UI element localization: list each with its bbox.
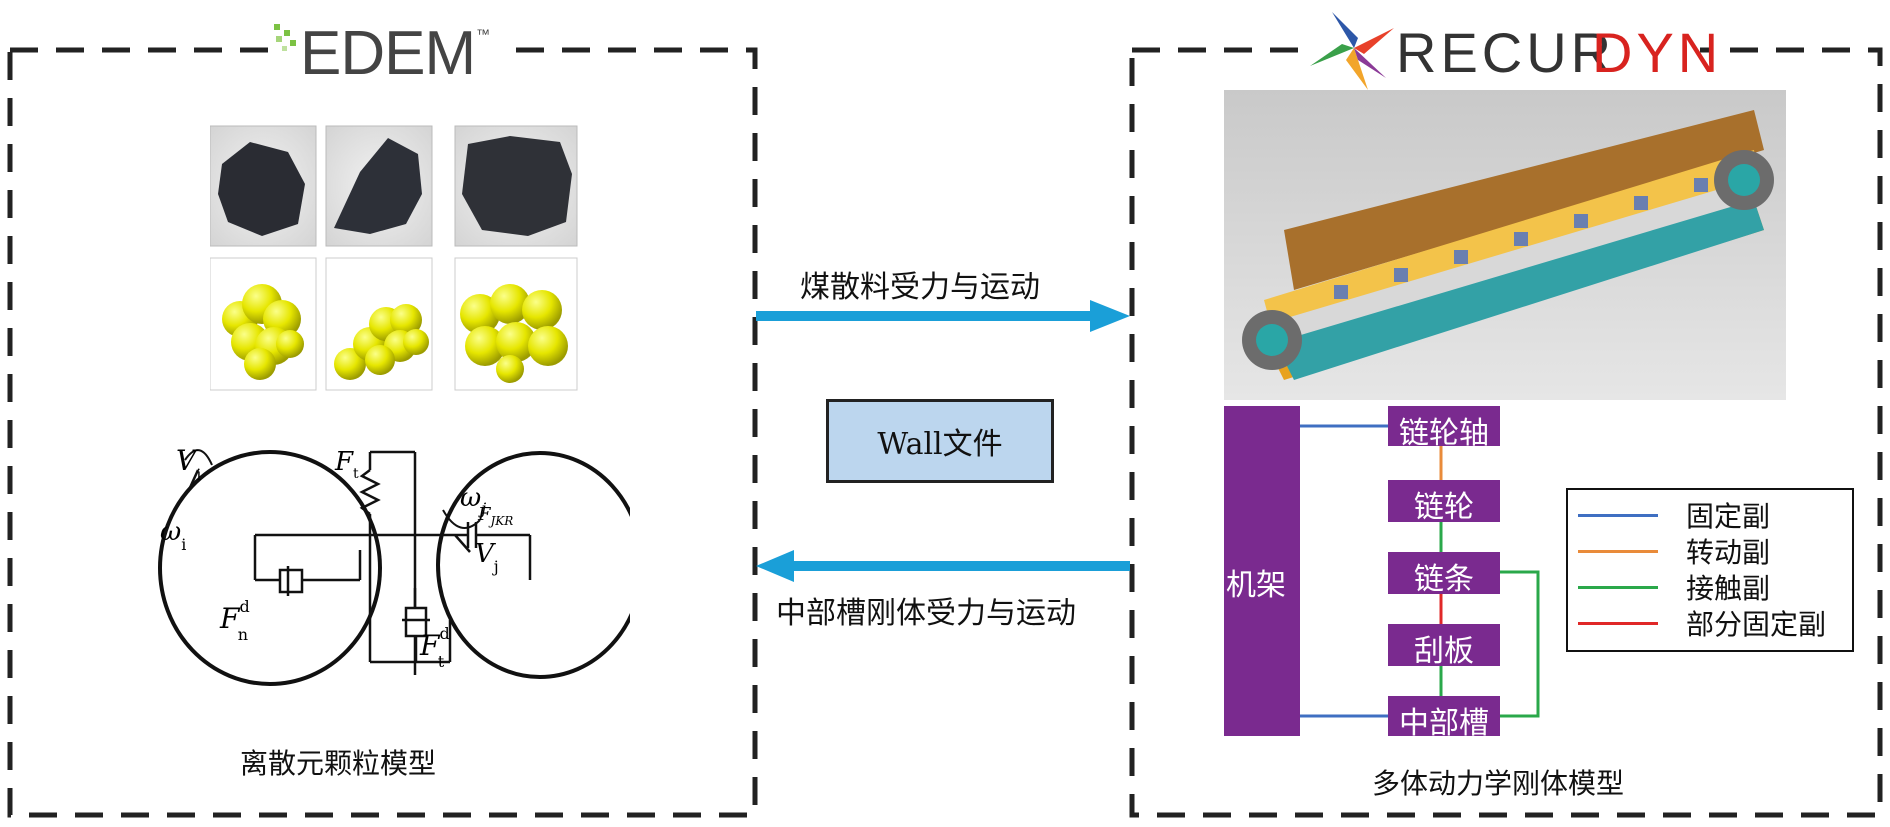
spring-dashpot-network [253, 450, 532, 675]
wall-file-label: Wall文件 [877, 427, 1003, 462]
legend-item-partial-fixed: 部分固定副 [1578, 606, 1827, 641]
edem-logo-text: EDEM [300, 19, 476, 88]
node-middle-trough [1388, 696, 1500, 736]
legend-label-fixed: 固定副 [1686, 500, 1771, 533]
node-label-1: 链轮 [1414, 490, 1474, 525]
label-fjkr: FJKR [477, 504, 513, 528]
arrow-left [756, 550, 1130, 582]
legend-item-revolute: 转动副 [1578, 534, 1771, 569]
sphere-clump-3 [460, 284, 568, 383]
omega-i-arc-icon [184, 449, 213, 466]
label-vi: Vi [176, 444, 201, 484]
label-ft: Ft [334, 447, 359, 482]
node-label-0: 链轮轴 [1399, 416, 1489, 451]
bottom-arrow-label: 中部槽刚体受力与运动 [776, 596, 1076, 631]
particle-i-circle [158, 450, 382, 686]
coal-photo-2 [325, 125, 433, 247]
legend-item-contact: 接触副 [1578, 570, 1771, 605]
legend-line-revolute [1578, 549, 1658, 553]
node-label-4: 中部槽 [1399, 706, 1489, 741]
label-vj: Vj [475, 539, 499, 576]
particle-j-circle [436, 451, 630, 679]
right-caption: 多体动力学刚体模型 [1372, 767, 1625, 800]
recurdyn-text-a: RECUR [1396, 21, 1616, 84]
edem-dots-icon [274, 24, 296, 51]
label-omega-i: ωi [160, 517, 186, 554]
frame-label: 机架 [1226, 568, 1286, 603]
node-sprocket-shaft [1388, 406, 1500, 446]
conveyor-3d-render [1224, 90, 1786, 400]
recurdyn-star-icon [1310, 12, 1394, 90]
legend-label-partial-fixed: 部分固定副 [1686, 608, 1827, 641]
node-chain [1388, 552, 1500, 594]
node-label-2: 链条 [1414, 562, 1474, 597]
legend-box: 固定副 转动副 接触副 部分固定副 [1566, 488, 1854, 652]
sphere-clump-2 [334, 304, 429, 380]
particle-images [210, 125, 578, 391]
vi-arrow-icon [186, 469, 200, 493]
left-caption: 离散元颗粒模型 [240, 747, 437, 780]
recurdyn-logo: RECUR DYN [1300, 6, 1718, 92]
node-label-3: 刮板 [1414, 634, 1474, 669]
wall-file-box: Wall文件 [826, 399, 1054, 483]
arrow-right [756, 300, 1130, 332]
vj-arrow-icon [454, 534, 471, 553]
coal-photo-1 [210, 125, 317, 247]
omega-j-arc-icon [442, 509, 481, 529]
topology-diagram [1224, 406, 1540, 736]
coal-photo-3 [454, 125, 578, 247]
legend-item-fixed: 固定副 [1578, 498, 1771, 533]
edem-logo: EDEM ™ [270, 14, 498, 88]
legend-label-revolute: 转动副 [1686, 536, 1771, 569]
legend-line-partial-fixed [1578, 621, 1658, 625]
legend-line-contact [1578, 585, 1658, 589]
edem-tm: ™ [476, 26, 490, 42]
sphere-clump-1 [222, 284, 304, 380]
legend-line-fixed [1578, 513, 1658, 517]
node-scraper [1388, 624, 1500, 666]
label-omega-j: ωj [460, 483, 486, 518]
top-arrow-label: 煤散料受力与运动 [800, 270, 1040, 305]
recurdyn-text-b: DYN [1592, 21, 1723, 84]
frame-bar [1224, 406, 1300, 736]
node-sprocket [1388, 480, 1500, 522]
legend-label-contact: 接触副 [1686, 572, 1771, 605]
